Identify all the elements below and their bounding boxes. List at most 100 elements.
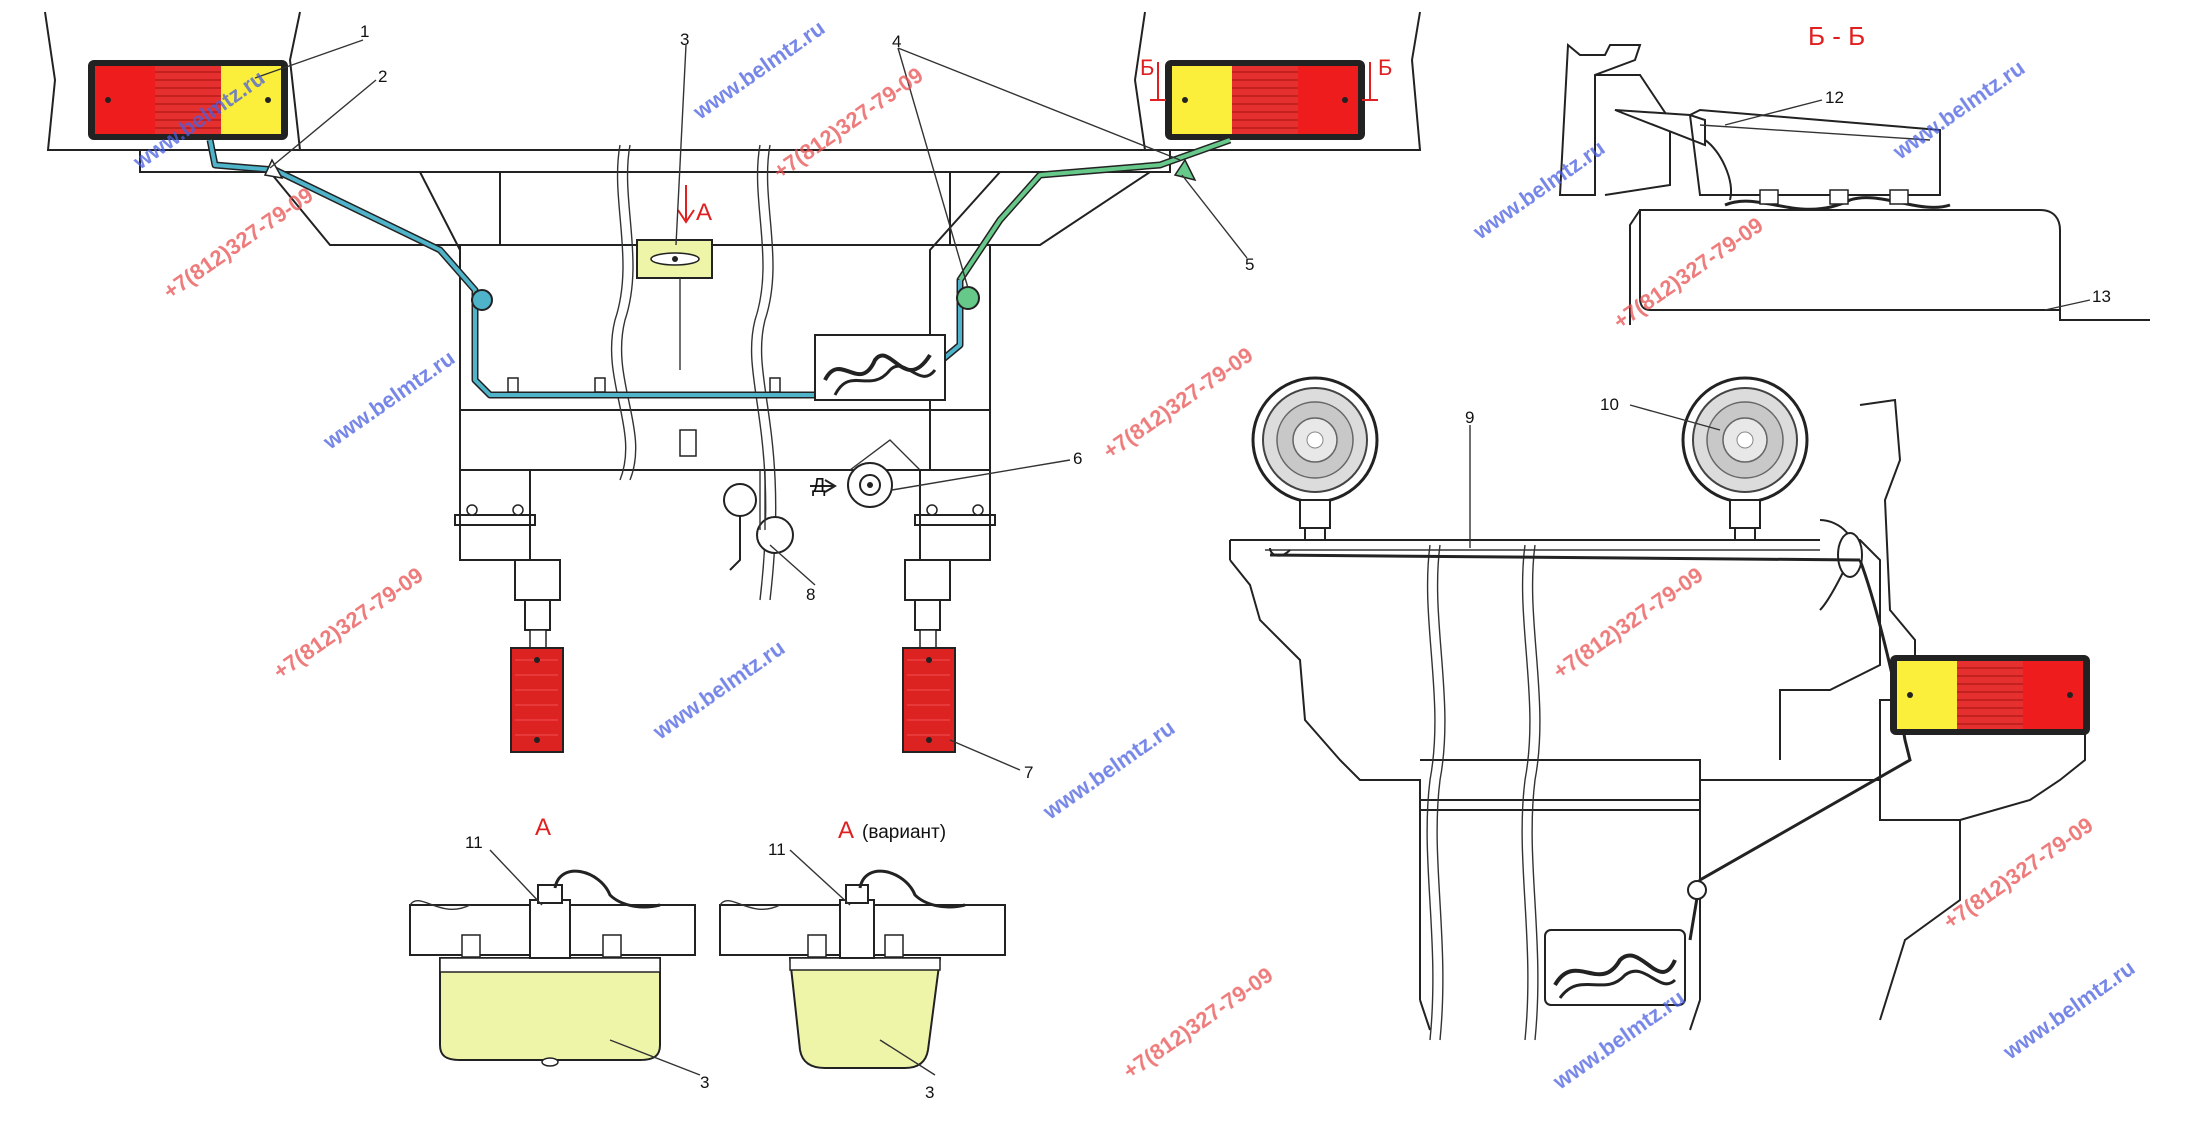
watermark-phone: +7(812)327-79-09 <box>1119 962 1278 1084</box>
cab-tail-lamp <box>1890 655 2090 735</box>
watermark-site: www.belmtz.ru <box>318 345 460 455</box>
svg-text:+7(812)327-79-09: +7(812)327-79-09 <box>1549 562 1708 684</box>
callout-2: 2 <box>378 67 387 86</box>
callout-13: 13 <box>2092 287 2111 306</box>
break-line-4 <box>760 144 777 601</box>
svg-text:+7(812)327-79-09: +7(812)327-79-09 <box>1099 342 1258 464</box>
section-a-title: А <box>535 814 551 841</box>
cab-post <box>1859 398 1916 660</box>
crossbar <box>139 149 1171 173</box>
watermark-site: www.belmtz.ru <box>688 15 830 125</box>
section-a-beam <box>409 904 696 956</box>
svg-text:+7(812)327-79-09: +7(812)327-79-09 <box>159 182 318 304</box>
view-a-arrow-label: А <box>696 199 712 226</box>
watermark-site: www.belmtz.ru <box>1038 715 1180 825</box>
frame-right-arm <box>270 171 1154 471</box>
watermark-phone: +7(812)327-79-09 <box>1099 342 1258 464</box>
section-bb-title: Б - Б <box>1808 21 1865 51</box>
svg-text:www.belmtz.ru: www.belmtz.ru <box>648 635 790 745</box>
section-a-lamp-body <box>439 957 661 1061</box>
callout-7: 7 <box>1024 763 1033 782</box>
section-a-variant-view <box>719 849 1006 1076</box>
svg-text:www.belmtz.ru: www.belmtz.ru <box>1468 135 1610 245</box>
frame-left-arm <box>269 171 460 246</box>
svg-text:+7(812)327-79-09: +7(812)327-79-09 <box>1119 962 1278 1084</box>
right-reflector <box>902 647 956 753</box>
callout-12: 12 <box>1825 88 1844 107</box>
grommet-right <box>956 286 980 310</box>
arrow-b-left-mark <box>1150 62 1166 101</box>
callout-11-variant: 11 <box>768 840 786 859</box>
roof-panel-outline <box>1230 539 1881 760</box>
callout-labels: 1 2 3 4 5 6 7 8 9 10 11 11 3 3 12 13 <box>360 22 2111 1102</box>
section-a-view <box>409 849 701 1076</box>
rear-frame-view <box>44 11 1422 771</box>
variant-lamp-body <box>788 957 942 1069</box>
arrow-b-right-mark <box>1362 62 1378 101</box>
svg-text:+7(812)327-79-09: +7(812)327-79-09 <box>269 562 428 684</box>
callout-9: 9 <box>1465 408 1474 427</box>
left-reflector <box>510 647 564 753</box>
wire-clip-right <box>1173 158 1197 182</box>
break-line-2 <box>620 144 637 481</box>
work-lamp-right <box>1681 376 1809 541</box>
harness-clamps <box>507 377 781 457</box>
hitch-pin <box>723 470 794 571</box>
frame-ribs <box>499 172 951 245</box>
wire-green <box>958 138 1231 282</box>
callout-10: 10 <box>1600 395 1619 414</box>
svg-text:www.belmtz.ru: www.belmtz.ru <box>1038 715 1180 825</box>
callout-8: 8 <box>806 585 815 604</box>
frame-lower-beam <box>459 409 991 471</box>
section-bb-view <box>1558 42 2150 325</box>
callout-11-a: 11 <box>465 833 483 852</box>
section-a-variant-note: (вариант) <box>862 822 946 843</box>
connector-block <box>814 334 946 401</box>
bb-lamp-mount <box>1688 108 1941 196</box>
left-bracket <box>454 469 561 649</box>
section-a-variant-title: А <box>838 817 854 844</box>
arrow-d-label: Д <box>812 475 826 497</box>
svg-text:www.belmtz.ru: www.belmtz.ru <box>1998 955 2140 1065</box>
cab-connector-block <box>1544 929 1686 1006</box>
work-lamp-left <box>1251 376 1379 557</box>
callout-6: 6 <box>1073 449 1082 468</box>
watermark-site: www.belmtz.ru <box>1888 55 2030 165</box>
watermark-site: www.belmtz.ru <box>1998 955 2140 1065</box>
svg-text:+7(812)327-79-09: +7(812)327-79-09 <box>769 62 928 184</box>
callout-4: 4 <box>892 32 901 51</box>
leader-lines-rear <box>254 39 1248 771</box>
arrow-d-pointer <box>810 479 837 493</box>
right-bracket <box>904 469 996 649</box>
cab-roof-view <box>1229 376 2090 1041</box>
right-fender <box>1133 11 1422 151</box>
watermark-phone: +7(812)327-79-09 <box>1939 812 2098 934</box>
right-tail-lamp <box>1165 60 1365 140</box>
watermark-phone: +7(812)327-79-09 <box>1549 562 1708 684</box>
svg-text:www.belmtz.ru: www.belmtz.ru <box>688 15 830 125</box>
harness-outline <box>206 136 1232 399</box>
watermark-phone: +7(812)327-79-09 <box>159 182 318 304</box>
watermark-phone: +7(812)327-79-09 <box>269 562 428 684</box>
svg-text:www.belmtz.ru: www.belmtz.ru <box>1888 55 2030 165</box>
arrow-b-left: Б <box>1140 55 1154 80</box>
variant-beam <box>719 904 1006 956</box>
trailer-socket <box>847 439 921 508</box>
svg-text:+7(812)327-79-09: +7(812)327-79-09 <box>1939 812 2098 934</box>
callout-5: 5 <box>1245 255 1254 274</box>
watermark-site: www.belmtz.ru <box>1468 135 1610 245</box>
bb-fender-profile <box>1558 42 1642 196</box>
grommet-left <box>471 289 493 311</box>
break-line-1 <box>610 144 627 481</box>
callout-3-variant: 3 <box>925 1083 934 1102</box>
view-labels: А А А (вариант) Б - Б Б Б Д <box>535 21 1865 844</box>
callout-3-a: 3 <box>700 1073 709 1092</box>
callout-1: 1 <box>360 22 369 41</box>
wire-clip-left <box>263 158 284 180</box>
plate-lamp <box>636 239 713 370</box>
callout-3: 3 <box>680 30 689 49</box>
arrow-a-mark <box>677 185 695 224</box>
cab-wire <box>1269 553 1912 941</box>
svg-text:www.belmtz.ru: www.belmtz.ru <box>318 345 460 455</box>
